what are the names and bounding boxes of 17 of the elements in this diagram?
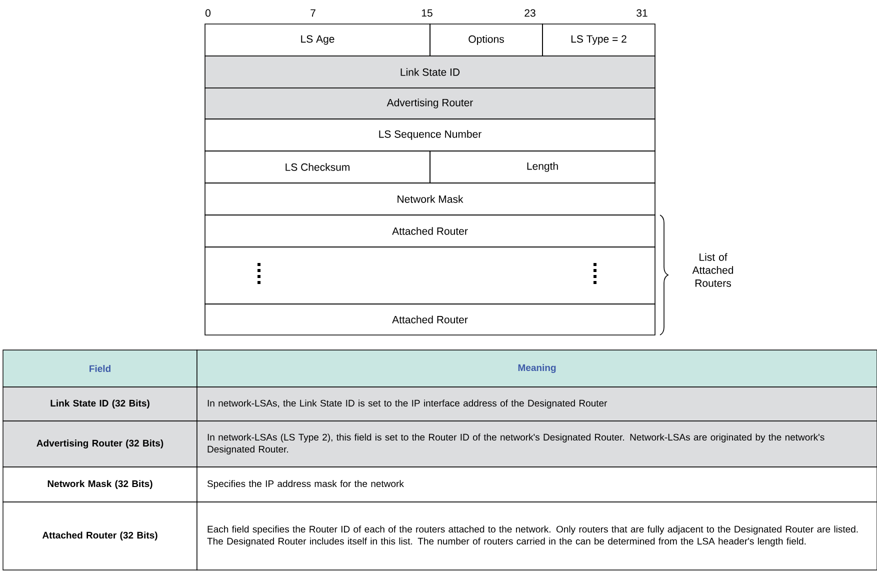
table-cell: Link State ID (32 Bits) (2, 386, 198, 422)
bit-number: 23 (524, 9, 536, 17)
table-cell: Advertising Router (32 Bits) (2, 420, 198, 468)
table-cell: Network Mask (32 Bits) (2, 466, 198, 502)
packet-field: Length (430, 150, 656, 184)
packet-field: LS Sequence Number (204, 118, 656, 152)
brace-label: List of Attached Routers (692, 253, 734, 287)
packet-field: Network Mask (204, 182, 656, 216)
packet-field: Advertising Router (204, 88, 656, 120)
packet-field: Attached Router (204, 304, 656, 336)
table-header-cell: Field (2, 350, 198, 388)
table-cell: Attached Router (32 Bits) (2, 502, 198, 570)
packet-field (204, 246, 656, 304)
packet-field: LS Checksum (204, 150, 430, 184)
packet-field: Attached Router (204, 214, 656, 248)
packet-field: Link State ID (204, 56, 656, 88)
bit-number: 15 (422, 9, 432, 17)
